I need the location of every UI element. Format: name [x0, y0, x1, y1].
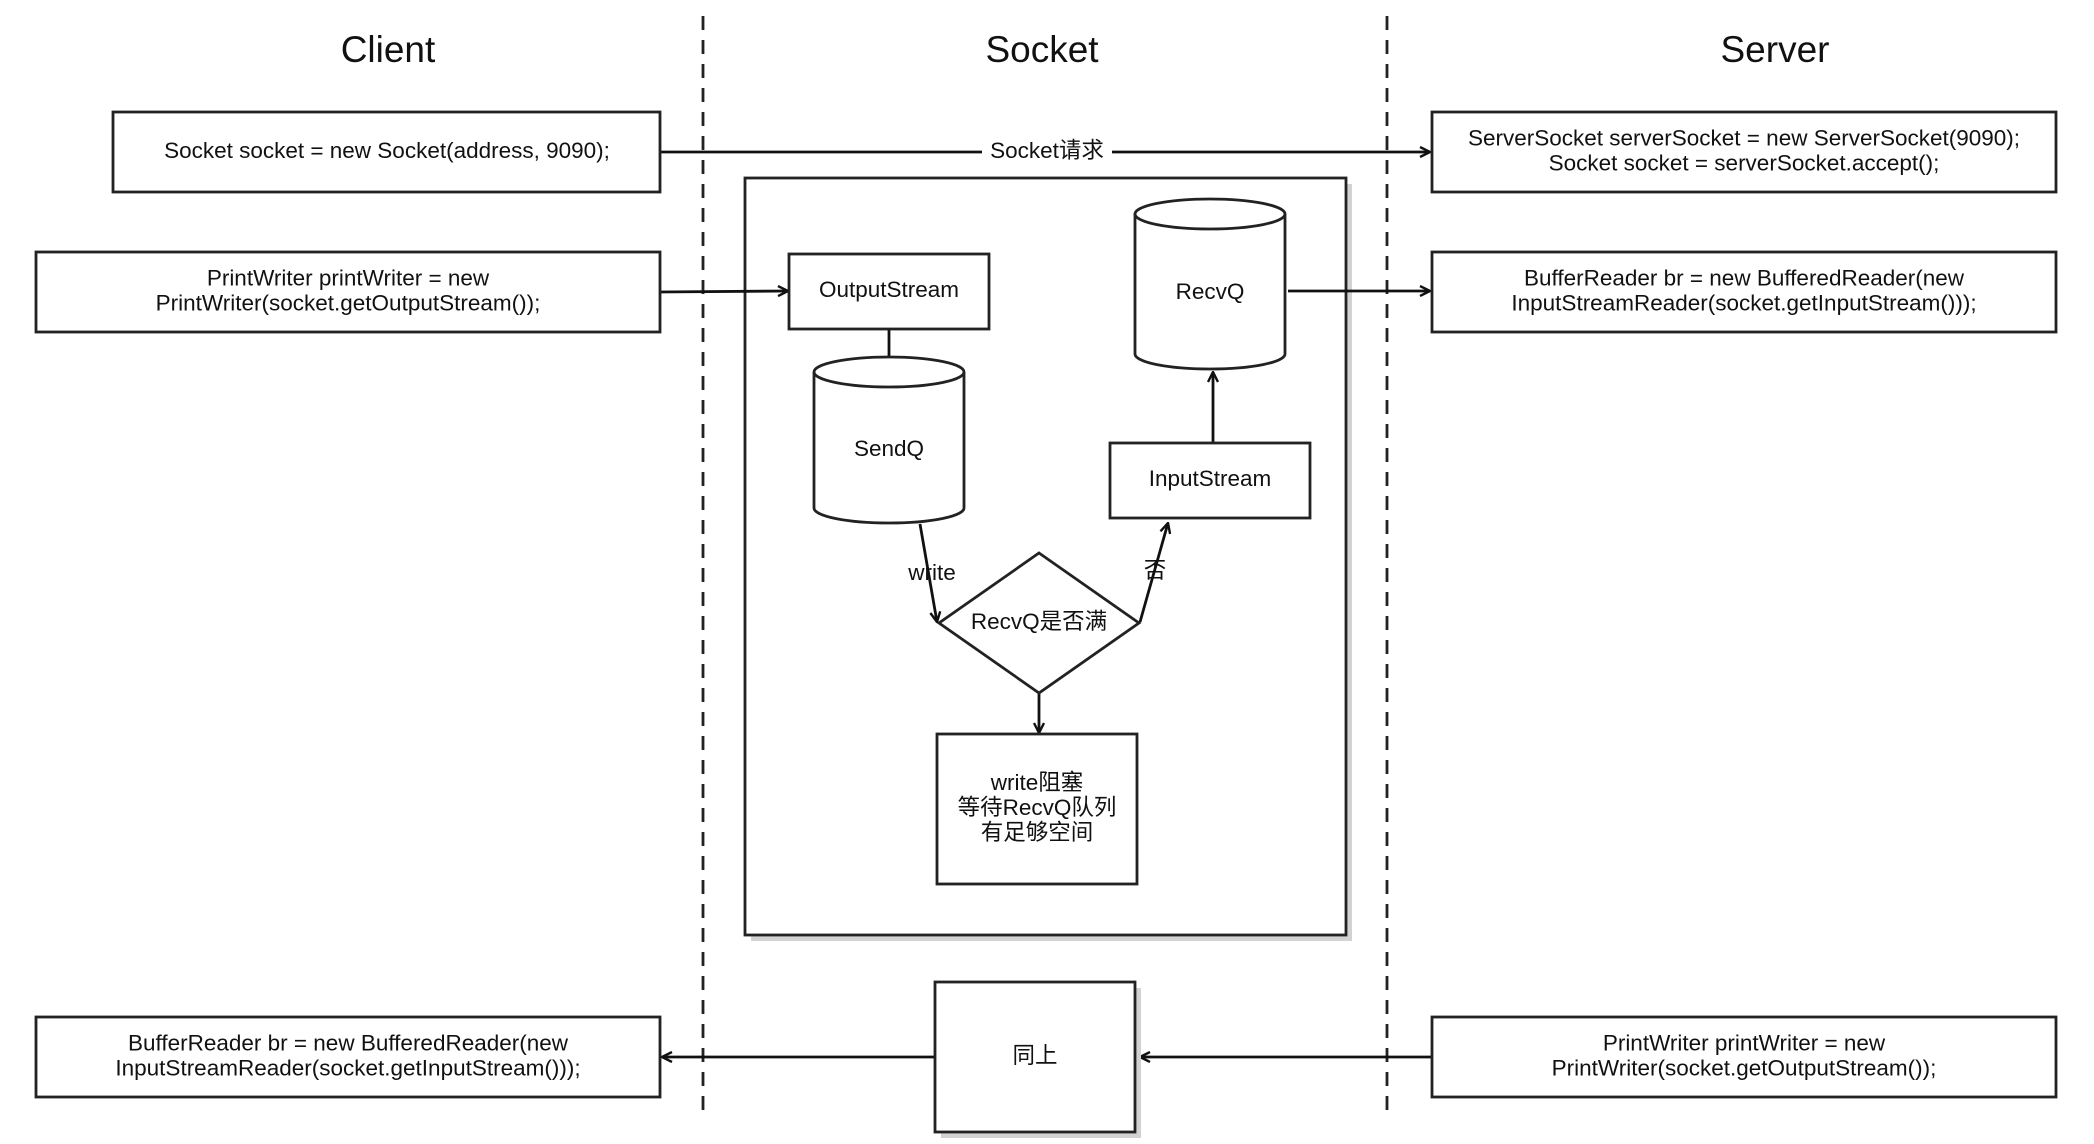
node-label-line: 等待RecvQ队列 — [958, 795, 1117, 820]
recvq-full-decision: RecvQ是否满 — [936, 551, 1142, 695]
svg-text:RecvQ: RecvQ — [1176, 279, 1245, 304]
node-label-line: ServerSocket serverSocket = new ServerSo… — [1468, 125, 2020, 150]
node-label-line: InputStreamReader(socket.getInputStream(… — [1511, 290, 1976, 315]
node-label-line: PrintWriter printWriter = new — [1603, 1030, 1886, 1055]
column-title-socket: Socket — [985, 29, 1099, 70]
output-stream-node: OutputStream — [787, 252, 991, 331]
edge-sendq-write — [918, 523, 937, 622]
edge-label-bg — [982, 136, 1112, 168]
svg-text:SendQ: SendQ — [854, 436, 924, 461]
node-label-line: Socket socket = serverSocket.accept(); — [1549, 150, 1940, 175]
node-label-line: RecvQ — [1176, 279, 1245, 304]
server-serversocket-node: ServerSocket serverSocket = new ServerSo… — [1430, 110, 2058, 194]
svg-text:Socket socket = new Socket(add: Socket socket = new Socket(address, 9090… — [164, 138, 610, 163]
node-label-line: 有足够空间 — [981, 820, 1094, 845]
node-label-line: OutputStream — [819, 277, 959, 302]
node-label-line: SendQ — [854, 436, 924, 461]
column-title-client: Client — [341, 29, 436, 70]
node-label-line: write阻塞 — [990, 770, 1084, 795]
svg-text:InputStream: InputStream — [1149, 466, 1272, 491]
node-label-line: 同上 — [1012, 1043, 1057, 1068]
node-label-line: BufferReader br = new BufferedReader(new — [128, 1030, 569, 1055]
svg-text:OutputStream: OutputStream — [819, 277, 959, 302]
sendq-cylinder: SendQ — [812, 355, 966, 525]
node-label-line: PrintWriter(socket.getOutputStream()); — [156, 290, 541, 315]
svg-text:write阻塞等待RecvQ队列有足够空间: write阻塞等待RecvQ队列有足够空间 — [958, 770, 1117, 845]
svg-text:同上: 同上 — [1012, 1043, 1057, 1068]
node-label-line: PrintWriter printWriter = new — [207, 265, 490, 290]
edge-label-no: 否 — [1144, 558, 1167, 583]
client-socket-node: Socket socket = new Socket(address, 9090… — [111, 110, 662, 194]
svg-text:BufferReader br = new Buffered: BufferReader br = new BufferedReader(new… — [1511, 265, 1976, 315]
svg-text:RecvQ是否满: RecvQ是否满 — [971, 609, 1107, 634]
edge-label-socket-request: Socket请求 — [990, 138, 1104, 163]
edge-printwriter-to-outputstream — [657, 291, 788, 292]
same-as-above-node: 同上 — [933, 980, 1141, 1138]
node-label-line: PrintWriter(socket.getOutputStream()); — [1552, 1055, 1937, 1080]
input-stream-node: InputStream — [1108, 441, 1312, 520]
svg-text:BufferReader br = new Buffered: BufferReader br = new BufferedReader(new… — [115, 1030, 580, 1080]
node-label-line: InputStreamReader(socket.getInputStream(… — [115, 1055, 580, 1080]
svg-text:ServerSocket serverSocket = ne: ServerSocket serverSocket = new ServerSo… — [1468, 125, 2020, 175]
column-title-server: Server — [1721, 29, 1830, 70]
write-blocked-node: write阻塞等待RecvQ队列有足够空间 — [935, 732, 1139, 886]
edge-label-write: write — [907, 560, 956, 585]
client-bufferreader-node: BufferReader br = new BufferedReader(new… — [34, 1015, 662, 1099]
node-label-line: RecvQ是否满 — [971, 609, 1107, 634]
recvq-cylinder: RecvQ — [1133, 197, 1287, 371]
node-label-line: Socket socket = new Socket(address, 9090… — [164, 138, 610, 163]
node-label-line: InputStream — [1149, 466, 1272, 491]
node-label-line: BufferReader br = new BufferedReader(new — [1524, 265, 1965, 290]
edge-recvq-full-no — [1138, 523, 1168, 623]
server-bufferreader-node: BufferReader br = new BufferedReader(new… — [1430, 250, 2058, 334]
